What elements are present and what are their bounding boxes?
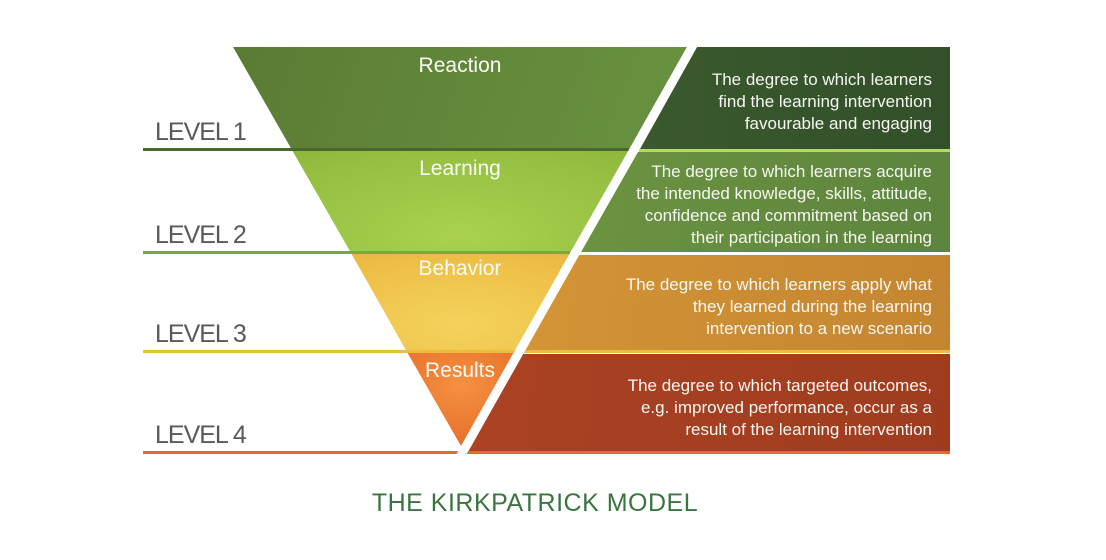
diagram-title: THE KIRKPATRICK MODEL [371,489,699,517]
description-level3: The degree to which learners apply what … [625,275,932,338]
description-level4: The degree to which targeted outcomes, e… [627,376,932,439]
description-level2: The degree to which learners acquire the… [636,162,932,247]
level4-underline [143,451,950,454]
panel-separator-1-2 [639,149,950,152]
level1-label: LEVEL 1 [155,118,247,146]
level4-label: LEVEL 4 [155,421,247,449]
level2-underline [143,251,570,254]
stage-label-reaction: Reaction [418,54,502,77]
stage-label-results: Results [424,359,496,382]
description-level1: The degree to which learners find the le… [711,70,932,133]
level3-underline [143,350,950,353]
level1-underline [143,148,629,151]
stage-label-learning: Learning [419,157,501,180]
level3-label: LEVEL 3 [155,320,247,348]
level2-label: LEVEL 2 [155,221,247,249]
stage-label-behavior: Behavior [418,257,502,280]
